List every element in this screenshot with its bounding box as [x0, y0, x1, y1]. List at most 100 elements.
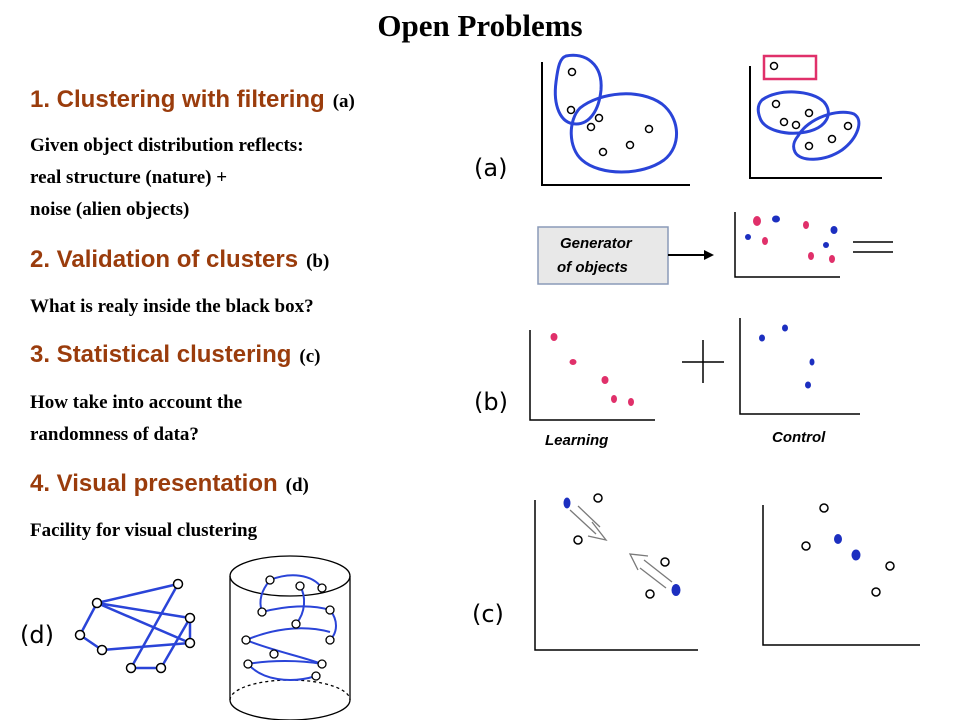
heading-text: 3. Statistical clustering	[30, 341, 292, 368]
graph-edge	[295, 585, 306, 625]
arrow-head	[704, 250, 714, 260]
point-pink	[808, 252, 814, 260]
point	[645, 589, 655, 599]
graph-node	[172, 578, 184, 590]
plot-a-left	[541, 62, 690, 186]
noise-highlight-box	[762, 54, 818, 81]
axes	[739, 318, 860, 415]
heading-text: 2. Validation of clusters	[30, 246, 299, 273]
point	[566, 105, 576, 115]
point-blue	[830, 226, 838, 234]
arrow-line	[643, 559, 673, 583]
heading-tag: (a)	[332, 91, 355, 112]
axes	[734, 212, 840, 278]
arrow-down-right	[569, 505, 608, 542]
arrow-line	[577, 505, 601, 528]
heading-text: 1. Clustering with filtering	[30, 86, 325, 113]
point	[871, 587, 881, 597]
graph-node	[155, 662, 167, 674]
point	[804, 108, 814, 118]
cluster-outlines-a-right	[756, 90, 861, 161]
cluster-outlines-a-left	[553, 53, 678, 174]
point-blue	[745, 234, 751, 240]
graph-edge	[101, 641, 191, 652]
point	[843, 121, 853, 131]
graph-d-cylinder	[229, 555, 351, 720]
point-blue-filled	[834, 534, 842, 544]
equals-sign	[853, 241, 893, 253]
point-pink	[628, 398, 634, 406]
graph-edge	[78, 602, 99, 636]
point	[827, 134, 837, 144]
graph-node	[311, 671, 321, 681]
cluster-outline	[569, 92, 678, 174]
graph-d-left	[74, 578, 196, 674]
point-pink	[611, 395, 617, 403]
graph-node	[241, 635, 251, 645]
point-pink	[762, 237, 768, 245]
graph-node	[125, 662, 137, 674]
graph-node	[317, 583, 327, 593]
graph-node	[291, 619, 301, 629]
page-title: Open Problems	[377, 8, 583, 43]
axes	[762, 505, 920, 646]
heading-statistical: 3. Statistical clustering (c)	[30, 341, 321, 369]
graph-node	[91, 597, 103, 609]
point-pink	[829, 255, 835, 263]
learning-label: Learning	[545, 432, 608, 449]
point-blue	[805, 381, 811, 389]
heading-clustering-filtering: 1. Clustering with filtering (a)	[30, 86, 355, 114]
text-line: randomness of data?	[30, 424, 199, 445]
point	[573, 535, 583, 545]
points-a-right	[771, 99, 853, 151]
arrow-head	[587, 521, 608, 542]
point	[598, 147, 608, 157]
point	[586, 122, 596, 132]
plot-learning: Learning	[529, 330, 655, 449]
point	[819, 503, 829, 513]
cylinder-bottom-back	[229, 679, 351, 701]
graph-edge	[96, 582, 179, 605]
point-pink	[569, 359, 577, 365]
plot-c-right	[762, 503, 920, 646]
plot-c-left	[534, 493, 698, 651]
graph-node	[317, 659, 327, 669]
cluster-outline	[553, 53, 603, 126]
graph-node	[295, 581, 305, 591]
axes	[529, 330, 655, 421]
point-blue	[782, 324, 788, 332]
point-blue-filled	[563, 497, 571, 509]
arrow-line	[639, 567, 667, 589]
point-blue-filled	[851, 549, 861, 561]
graph-node	[265, 575, 275, 585]
text-line: Facility for visual clustering	[30, 520, 258, 541]
text-line: noise (alien objects)	[30, 199, 190, 220]
point-blue	[823, 242, 829, 248]
graph-node	[74, 629, 86, 641]
label-d: (d)	[20, 621, 54, 649]
point-pink	[601, 376, 609, 384]
heading-tag: (d)	[285, 475, 309, 496]
heading-validation: 2. Validation of clusters (b)	[30, 246, 329, 274]
plot-a-right	[749, 66, 882, 179]
graph-node	[184, 637, 196, 649]
heading-tag: (b)	[306, 251, 330, 272]
control-label: Control	[772, 429, 826, 446]
heading-tag: (c)	[299, 346, 321, 367]
graph-node	[269, 649, 279, 659]
point-pink	[753, 216, 761, 226]
graph-edge	[96, 601, 191, 620]
graph-edge	[129, 583, 180, 669]
point-pink	[803, 221, 809, 229]
point	[594, 113, 604, 123]
label-c: (c)	[472, 600, 504, 628]
heading-visual: 4. Visual presentation(d)	[30, 470, 309, 498]
point-blue	[772, 215, 780, 223]
point	[593, 493, 603, 503]
point	[644, 124, 654, 134]
graph-edge	[247, 663, 317, 681]
point	[801, 541, 811, 551]
point	[779, 117, 789, 127]
cluster-outline	[792, 110, 861, 161]
graph-edge	[247, 660, 323, 665]
